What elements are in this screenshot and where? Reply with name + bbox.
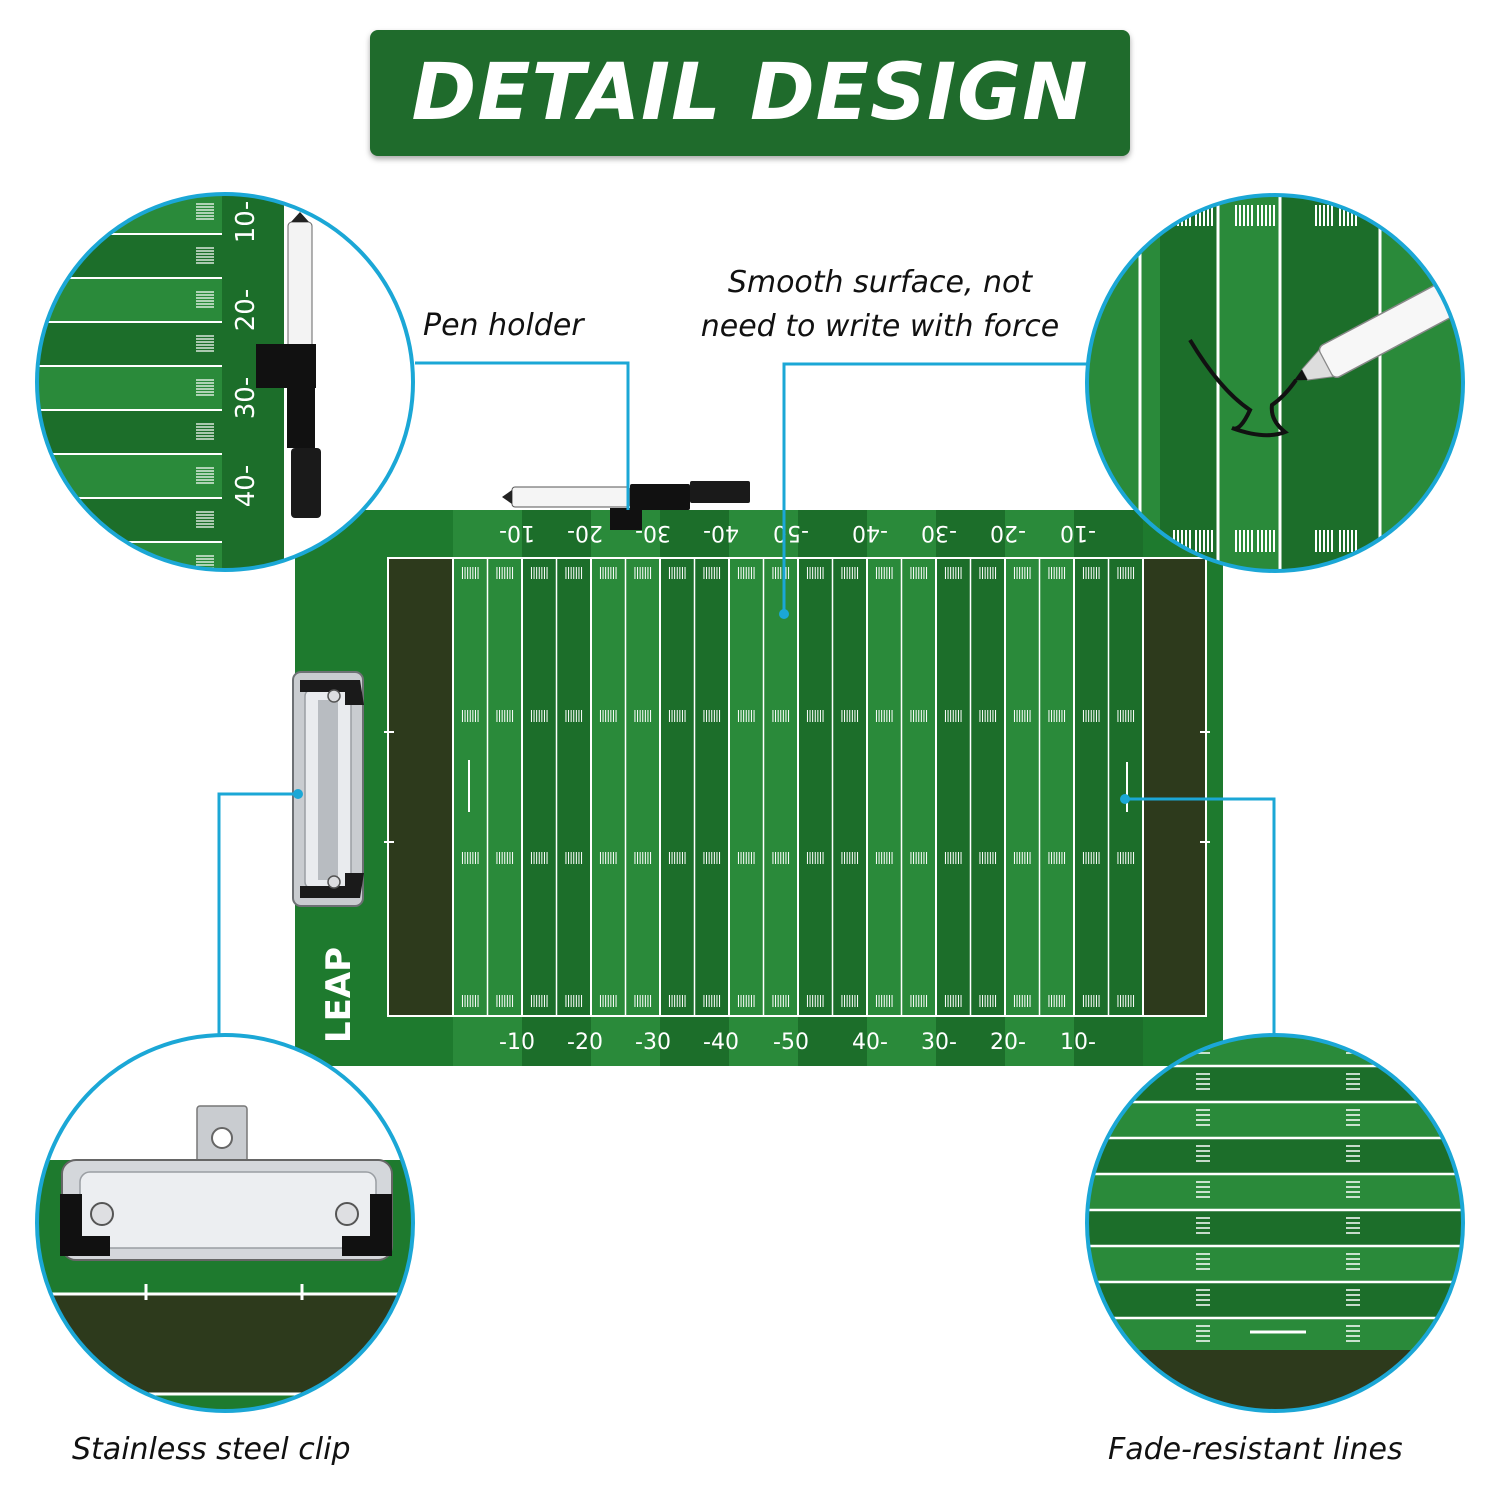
field-stripe [522, 510, 557, 1066]
yard-label: -20 [567, 1030, 603, 1055]
yard-label: -30 [635, 1030, 671, 1055]
zoom-circle-border [35, 192, 415, 572]
right-endzone [1143, 558, 1206, 1016]
pen-holder-caption: Pen holder [423, 308, 584, 343]
zoom-yard-label: 20- [231, 289, 261, 331]
zoom-circle-border [1085, 1033, 1465, 1413]
field-stripe [867, 510, 902, 1066]
field-stripe [832, 510, 867, 1066]
clip-callout-line [217, 792, 298, 1035]
field-stripe [660, 510, 695, 1066]
field-stripe [901, 510, 936, 1066]
yard-label: -50 [773, 1030, 809, 1055]
yard-label: -10 [499, 1030, 535, 1055]
yard-label: 20- [990, 1030, 1026, 1055]
field-stripe [591, 510, 626, 1066]
lines-callout-dot [1120, 794, 1130, 804]
field-stripe [798, 510, 833, 1066]
brand-logo: LEAP [319, 947, 359, 1043]
field-stripe [1108, 510, 1143, 1066]
zoom-smooth-surface [1087, 195, 1463, 571]
field-stripe [1039, 510, 1074, 1066]
marker-pen[interactable] [502, 481, 750, 530]
yard-label: 10- [1060, 1030, 1096, 1055]
bottom-yard-labels: -10 -20 -30 -40 -50 40- 30- 20- 10- [499, 1030, 1096, 1055]
zoom-yard-label: 10- [231, 201, 261, 243]
field-stripe [1005, 510, 1040, 1066]
yard-label-top: -50 [773, 520, 809, 545]
pen-holder-callout-line [415, 361, 630, 510]
yard-label-top: -10 [1060, 520, 1096, 545]
left-endzone [388, 558, 453, 1016]
clip-caption: Stainless steel clip [72, 1432, 351, 1467]
clip-callout-dot [293, 789, 303, 799]
yard-label: -40 [703, 1030, 739, 1055]
yard-label: 40- [852, 1030, 888, 1055]
pen-holder-clip [610, 508, 642, 530]
zoom-yard-label: 40- [231, 465, 261, 507]
smooth-surface-caption-line1: Smooth surface, not [727, 265, 1033, 300]
zoom-pen-holder: 10-20-30-40- [37, 194, 413, 570]
lines-callout-line [1125, 797, 1276, 1035]
field-stripe [763, 510, 798, 1066]
steel-clip[interactable] [292, 671, 364, 907]
hash-marks [461, 567, 1135, 1007]
yard-label-top: 40- [703, 520, 739, 545]
banner-title: DETAIL DESIGN [411, 48, 1089, 138]
yard-label-top: 20- [567, 520, 603, 545]
field-stripes [453, 510, 1143, 1066]
yard-label: 30- [921, 1030, 957, 1055]
yard-lines [452, 558, 1144, 1016]
smooth-surface-caption-line2: need to write with force [700, 309, 1060, 344]
yard-label-top: -20 [990, 520, 1026, 545]
title-banner: DETAIL DESIGN [370, 30, 1130, 156]
yard-label-top: -30 [921, 520, 957, 545]
field-stripe [556, 510, 591, 1066]
field-stripe [970, 510, 1005, 1066]
field-stripe [694, 510, 729, 1066]
field-stripe [487, 510, 522, 1066]
smooth-surface-callout-line [782, 362, 1088, 614]
lines-caption: Fade-resistant lines [1108, 1432, 1403, 1467]
field-stripe [453, 510, 488, 1066]
zoom-circle-border [35, 1033, 415, 1413]
smooth-surface-callout-dot [779, 609, 789, 619]
field-stripe [729, 510, 764, 1066]
yard-label-top: 10- [499, 520, 535, 545]
field-stripe [936, 510, 971, 1066]
field-stripe [625, 510, 660, 1066]
field-stripe [1074, 510, 1109, 1066]
yard-label-top: -40 [852, 520, 888, 545]
zoom-circle-border [1085, 193, 1465, 573]
